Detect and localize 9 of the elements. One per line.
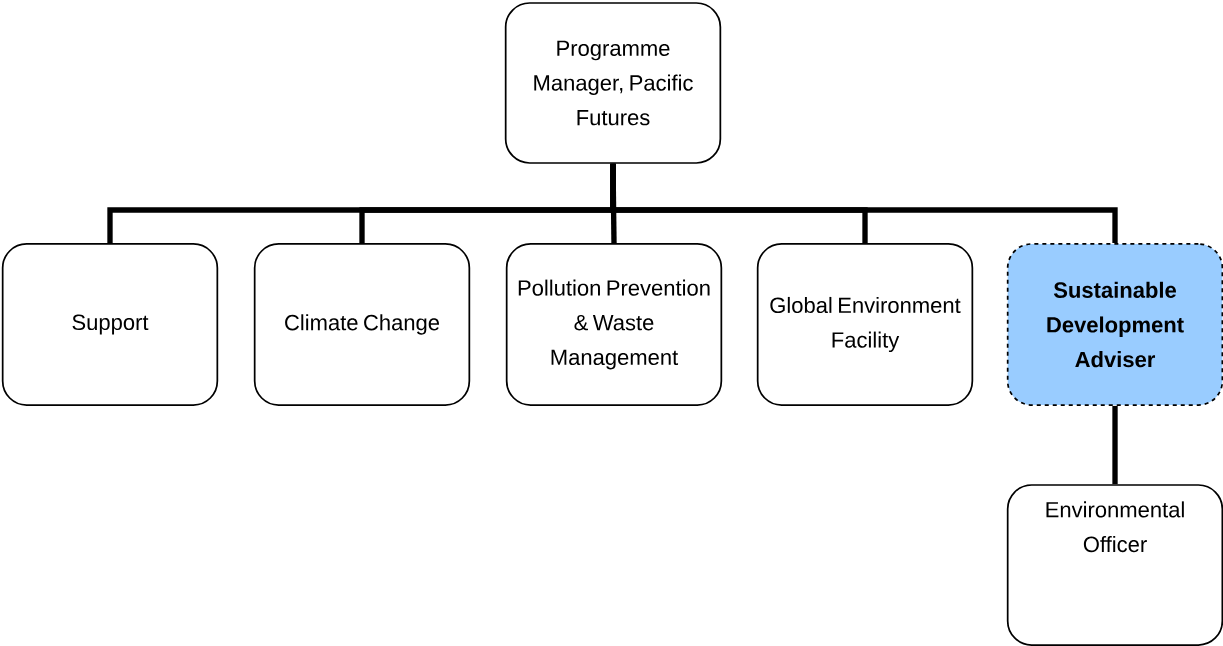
connector-line [610, 163, 1118, 244]
org-box: Pollution Prevention & Waste Management [505, 243, 723, 406]
org-box: Global Environment Facility [756, 243, 974, 406]
org-box: Climate Change [253, 243, 471, 406]
connector-line [1112, 405, 1118, 485]
org-box: Sustainable Development Adviser [1006, 243, 1223, 406]
org-box: Support [1, 243, 219, 406]
org-box: Environmental Officer [1006, 484, 1223, 646]
org-box: Programme Manager, Pacific Futures [504, 2, 722, 164]
